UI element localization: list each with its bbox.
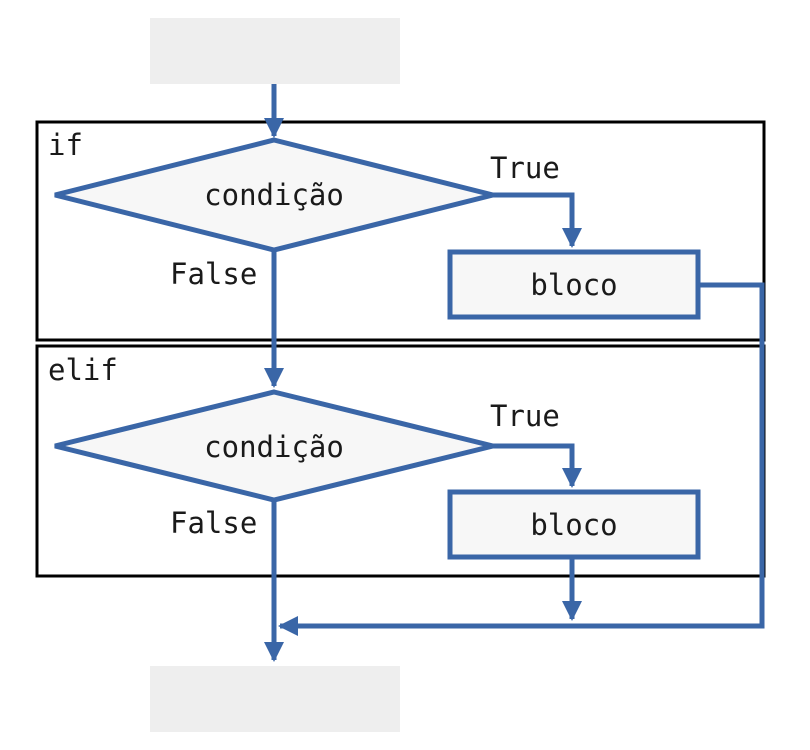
elif-keyword: elif	[48, 353, 118, 387]
elif-block-label: bloco	[530, 508, 617, 542]
edge-if-true	[493, 192, 582, 248]
elif-block	[447, 489, 701, 560]
if-condition-label: condição	[204, 178, 344, 212]
if-false-label: False	[170, 257, 257, 291]
edge-elif-true	[493, 443, 582, 488]
if-keyword: if	[48, 128, 83, 162]
if-section-frame	[35, 120, 766, 342]
start-placeholder	[150, 18, 400, 84]
elif-condition-label: condição	[204, 430, 344, 464]
edge-if-block-exit	[278, 282, 765, 636]
if-true-label: True	[490, 151, 560, 185]
if-block-label: bloco	[530, 268, 617, 302]
end-placeholder	[150, 666, 400, 732]
elif-false-label: False	[170, 506, 257, 540]
elif-true-label: True	[490, 399, 560, 433]
